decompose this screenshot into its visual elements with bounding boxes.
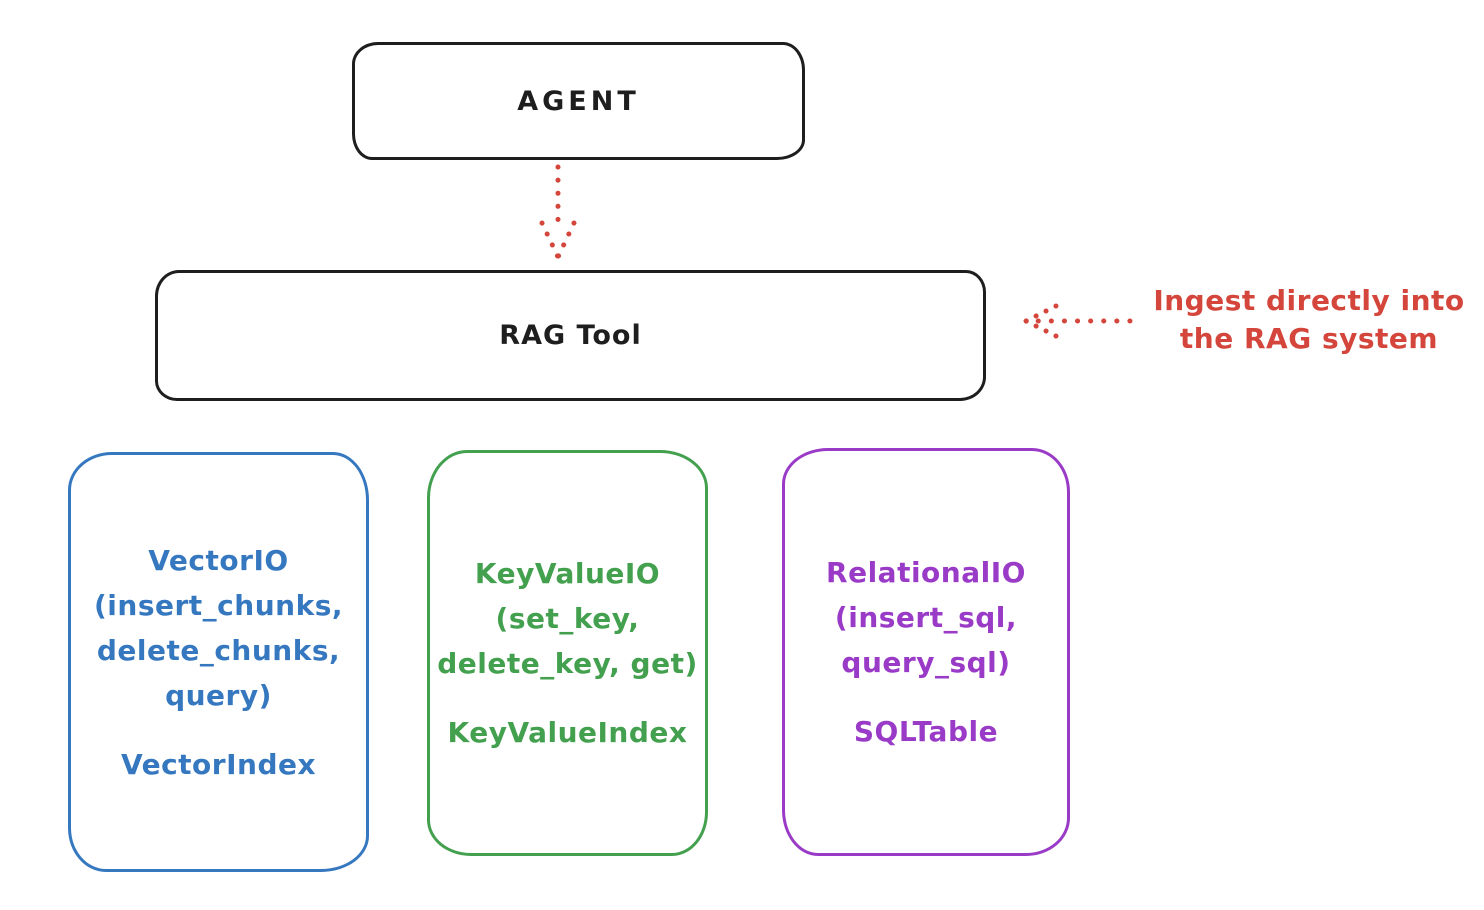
store-line: RelationalIO <box>826 556 1026 589</box>
dotted-arrow-down-icon <box>539 164 577 260</box>
ingest-annotation-line: the RAG system <box>1179 322 1439 355</box>
key-value-io-lines: KeyValueIO (set_key, delete_key, get) <box>437 551 698 686</box>
key-value-io-box: KeyValueIO (set_key, delete_key, get) Ke… <box>427 450 708 856</box>
key-value-index-label: KeyValueIndex <box>447 716 688 749</box>
ingest-annotation: Ingest directly into the RAG system <box>1133 282 1484 358</box>
sql-table-label: SQLTable <box>853 715 999 748</box>
relational-io-lines: RelationalIO (insert_sql, query_sql) <box>826 550 1026 685</box>
vector-index-label: VectorIndex <box>120 747 317 781</box>
store-line: query_sql) <box>841 646 1011 679</box>
rag-tool-label: RAG Tool <box>499 320 642 351</box>
vector-io-box: VectorIO (insert_chunks, delete_chunks, … <box>68 452 369 872</box>
store-line: (insert_chunks, <box>94 588 343 622</box>
vector-io-lines: VectorIO (insert_chunks, delete_chunks, … <box>94 538 343 718</box>
rag-tool-node: RAG Tool <box>155 270 986 401</box>
store-line: delete_chunks, <box>96 633 341 667</box>
agent-node: AGENT <box>352 42 805 160</box>
store-line: (insert_sql, <box>834 601 1018 634</box>
store-line: VectorIO <box>148 543 289 577</box>
agent-label: AGENT <box>517 85 640 117</box>
relational-io-box: RelationalIO (insert_sql, query_sql) SQL… <box>782 448 1070 856</box>
store-line: delete_key, get) <box>437 647 698 680</box>
ingest-annotation-line: Ingest directly into <box>1153 284 1465 317</box>
dotted-arrow-left-icon <box>1023 303 1133 339</box>
store-line: query) <box>165 678 272 712</box>
store-line: (set_key, <box>495 602 640 635</box>
store-line: KeyValueIO <box>474 557 661 590</box>
